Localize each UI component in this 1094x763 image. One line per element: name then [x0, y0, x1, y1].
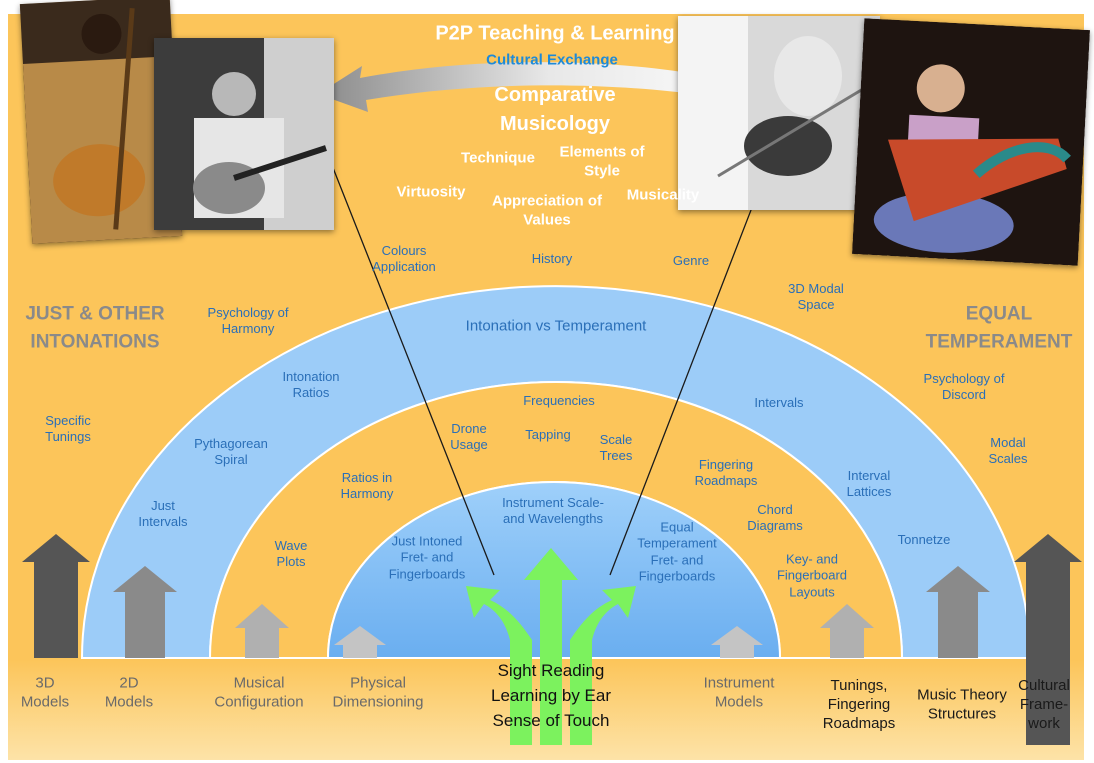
bottom-3d-models: 3D Models: [20, 674, 70, 710]
concept-musicality: Musicality: [626, 186, 700, 204]
label-tapping: Tapping: [525, 426, 571, 442]
page-title: P2P Teaching & Learning: [435, 22, 675, 45]
center-sense-of-touch: Sense of Touch: [492, 711, 610, 731]
center-learning-by-ear: Learning by Ear: [490, 686, 612, 706]
arrow-music-theory: [926, 566, 990, 658]
bottom-music-theory: Music Theory Structures: [917, 686, 1007, 722]
kora-player-icon: [19, 0, 183, 244]
label-instrument-scale: Instrument Scale- and Wavelengths: [502, 494, 604, 526]
label-3d-modal-space: 3D Modal Space: [788, 280, 844, 312]
arrow-instrument-models: [711, 626, 763, 658]
cultural-exchange-label: Cultural Exchange: [486, 51, 618, 69]
label-pythagorean-spiral: Pythagorean Spiral: [194, 435, 268, 467]
bottom-2d-models: 2D Models: [104, 674, 154, 710]
label-tonnetze: Tonnetze: [897, 531, 951, 547]
label-intonation-vs-temperament: Intonation vs Temperament: [465, 317, 647, 335]
label-drone-usage: Drone Usage: [450, 420, 488, 452]
green-arrow-center: [524, 548, 578, 745]
label-psychology-of-harmony: Psychology of Harmony: [207, 304, 289, 336]
side-title-right: EQUAL TEMPERAMENT: [925, 303, 1073, 352]
concept-appreciation-of-values: Appreciation of Values: [491, 192, 602, 228]
label-interval-lattices: Interval Lattices: [846, 467, 892, 499]
label-history: History: [531, 250, 573, 266]
bottom-tunings-roadmaps: Tunings, Fingering Roadmaps: [822, 676, 896, 732]
arrow-musical-configuration: [235, 604, 289, 658]
side-title-left: JUST & OTHER INTONATIONS: [25, 303, 165, 352]
label-just-intoned-fretboards: Just Intoned Fret- and Fingerboards: [388, 533, 466, 582]
label-chord-diagrams: Chord Diagrams: [747, 501, 803, 533]
green-arrow-right: [570, 586, 636, 745]
label-key-fingerboard-layouts: Key- and Fingerboard Layouts: [776, 551, 848, 600]
label-ratios-in-harmony: Ratios in Harmony: [340, 469, 394, 501]
violinist-icon: [678, 16, 880, 210]
concept-virtuosity: Virtuosity: [396, 183, 466, 201]
label-genre: Genre: [672, 252, 710, 268]
label-intonation-ratios: Intonation Ratios: [282, 368, 340, 400]
concept-technique: Technique: [461, 149, 535, 167]
label-colours-application: Colours Application: [372, 242, 436, 274]
label-psychology-of-discord: Psychology of Discord: [923, 370, 1005, 402]
center-sight-reading: Sight Reading: [497, 661, 605, 681]
comparative-musicology-heading: Comparative Musicology: [494, 84, 616, 135]
label-frequencies: Frequencies: [523, 392, 595, 408]
label-equal-temperament-fretboards: Equal Temperament Fret- and Fingerboards: [637, 519, 717, 584]
arrow-3d-models: [22, 534, 90, 658]
concept-elements-of-style: Elements of Style: [559, 143, 645, 179]
label-scale-trees: Scale Trees: [599, 431, 633, 463]
bottom-physical-dimensioning: Physical Dimensioning: [332, 674, 424, 710]
harp-player-icon: [851, 18, 1091, 266]
bottom-instrument-models: Instrument Models: [703, 674, 775, 710]
label-modal-scales: Modal Scales: [988, 434, 1028, 466]
label-wave-plots: Wave Plots: [274, 537, 308, 569]
bottom-cultural-framework: Cultural Frame- work: [1018, 676, 1070, 732]
left-guide-line: [321, 139, 495, 576]
label-just-intervals: Just Intervals: [138, 497, 188, 529]
arrow-2d-models: [113, 566, 177, 658]
arrow-tunings: [820, 604, 874, 658]
sarod-player-icon: [154, 38, 334, 230]
label-intervals: Intervals: [754, 394, 804, 410]
label-fingering-roadmaps: Fingering Roadmaps: [694, 456, 758, 488]
green-arrow-left: [466, 586, 532, 745]
arrow-cultural-framework: [1014, 534, 1082, 745]
cultural-exchange-arrow: [318, 62, 780, 112]
label-specific-tunings: Specific Tunings: [45, 412, 91, 444]
bottom-musical-configuration: Musical Configuration: [214, 674, 304, 710]
arrow-physical-dimensioning: [334, 626, 386, 658]
